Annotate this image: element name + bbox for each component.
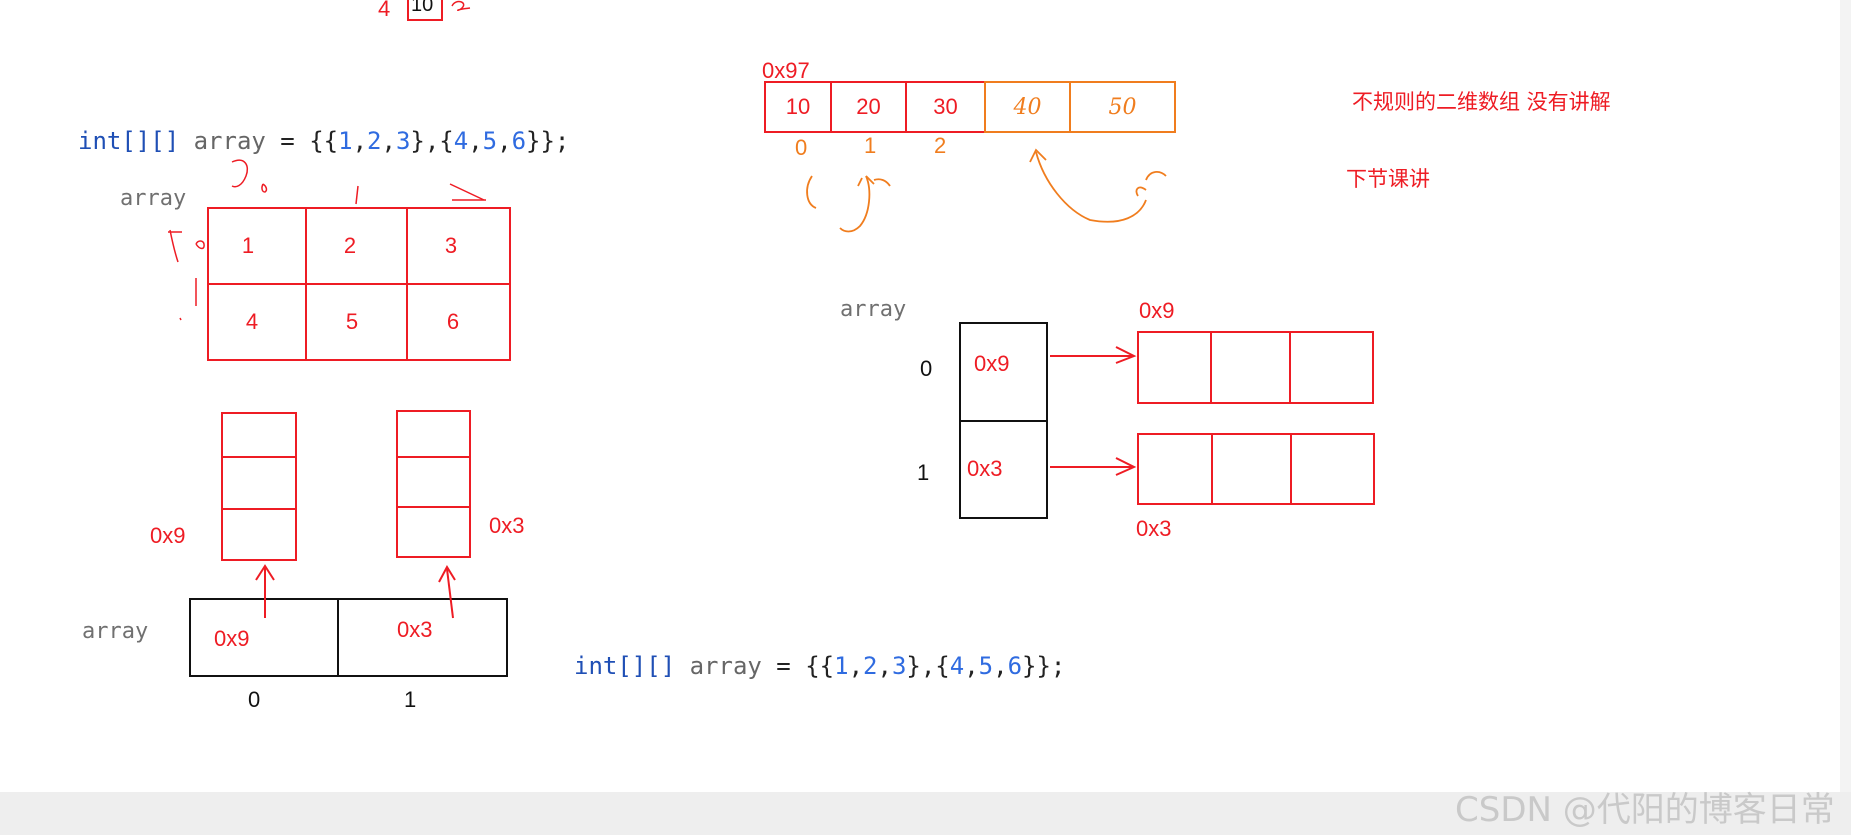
- bottom-ref-cell: 0x9: [214, 626, 250, 651]
- code-v4: 4: [949, 652, 965, 680]
- row-array-top: [1137, 331, 1374, 404]
- code-v3: 3: [395, 127, 411, 155]
- one-d-index: 1: [864, 133, 877, 158]
- matrix-cell: 3: [444, 233, 458, 258]
- code-sep: ,: [993, 652, 1008, 680]
- one-d-cell: 10: [785, 94, 811, 119]
- code-sep: ,: [381, 127, 396, 155]
- sub-array-left: [221, 412, 297, 561]
- top-fragment-box: [407, 0, 443, 21]
- code-variable: array: [689, 652, 762, 680]
- code-sep: ,: [848, 652, 864, 680]
- code-close: }};: [1022, 652, 1066, 680]
- note-irregular-array: 不规则的二维数组 没有讲解: [1352, 90, 1611, 114]
- code-close: }};: [526, 127, 570, 155]
- top-fragment-box-value: 10: [411, 0, 434, 16]
- code-mid: },{: [906, 652, 950, 680]
- code-sep: ,: [497, 127, 512, 155]
- matrix-cell: 5: [345, 309, 359, 334]
- code-keyword: int[][]: [78, 127, 180, 155]
- code-mid: },{: [410, 127, 454, 155]
- bottom-left-address: 0x9: [150, 523, 186, 548]
- page-right-edge: [1840, 0, 1851, 792]
- code-open: {{: [805, 652, 835, 680]
- matrix-cell: 1: [241, 233, 255, 258]
- right-array-label: array: [840, 297, 907, 322]
- code-sep: ,: [877, 652, 892, 680]
- code-keyword: int[][]: [574, 652, 676, 680]
- code-v5: 5: [482, 127, 498, 155]
- code-line-bottom: int[][] array = {{1,2,3},{4,5,6}};: [574, 624, 1065, 680]
- code-v4: 4: [453, 127, 469, 155]
- code-v6: 6: [511, 127, 527, 155]
- row-array-bottom: [1137, 433, 1375, 505]
- code-v6: 6: [1007, 652, 1023, 680]
- code-equals: =: [761, 652, 806, 680]
- bottom-ref-index: 1: [404, 687, 417, 712]
- note-next-lesson: 下节课讲: [1346, 167, 1430, 191]
- bottom-ref-cell: 0x3: [397, 617, 433, 642]
- code-sep: ,: [352, 127, 368, 155]
- bottom-right-address: 0x3: [489, 513, 525, 538]
- up-arrows: [255, 564, 456, 619]
- right-ref-index: 1: [917, 460, 930, 485]
- one-d-index: 0: [795, 135, 808, 160]
- one-d-scribbles: [806, 148, 1167, 233]
- row-top-address: 0x9: [1139, 298, 1175, 323]
- right-arrows: [1050, 346, 1137, 476]
- code-v1: 1: [834, 652, 849, 680]
- sub-array-right: [396, 410, 471, 558]
- bottom-ref-index: 0: [248, 687, 261, 712]
- one-d-cell: 50: [1108, 94, 1137, 120]
- code-line-top: int[][] array = {{1,2,3},{4,5,6}};: [78, 99, 569, 155]
- matrix-cell: 4: [245, 309, 259, 334]
- matrix-cell: 2: [343, 233, 357, 258]
- right-ref-cell: 0x3: [967, 456, 1003, 481]
- top-fragment-scribble: [451, 0, 471, 12]
- reference-array-right: [959, 322, 1048, 519]
- code-v1: 1: [338, 127, 353, 155]
- code-equals: =: [265, 127, 310, 155]
- code-v5: 5: [978, 652, 994, 680]
- code-v2: 2: [863, 652, 878, 680]
- one-d-address: 0x97: [762, 58, 810, 83]
- code-sep: ,: [964, 652, 979, 680]
- one-d-index: 2: [934, 133, 947, 158]
- code-open: {{: [309, 127, 339, 155]
- one-d-cell: 30: [933, 94, 958, 119]
- bottom-array-label: array: [82, 619, 149, 644]
- matrix-grid: [207, 207, 511, 361]
- one-d-cell: 40: [1013, 94, 1042, 120]
- row-bottom-address: 0x3: [1136, 516, 1172, 541]
- top-fragment-left: 4: [378, 0, 391, 21]
- matrix-cell: 6: [446, 309, 460, 334]
- code-sep: ,: [468, 127, 483, 155]
- one-d-array-orange: [984, 81, 1176, 133]
- one-d-cell: 20: [856, 94, 881, 119]
- bottom-scroll-area[interactable]: [0, 792, 1851, 835]
- matrix-index-scribbles: [168, 159, 486, 321]
- code-v2: 2: [367, 127, 382, 155]
- right-ref-index: 0: [920, 356, 933, 381]
- reference-array-bottom: [189, 598, 508, 677]
- right-ref-cell: 0x9: [974, 351, 1010, 376]
- code-variable: array: [193, 127, 266, 155]
- csdn-watermark: CSDN @代阳的博客日常: [1455, 790, 1835, 830]
- code-v3: 3: [891, 652, 907, 680]
- matrix-label: array: [120, 186, 187, 211]
